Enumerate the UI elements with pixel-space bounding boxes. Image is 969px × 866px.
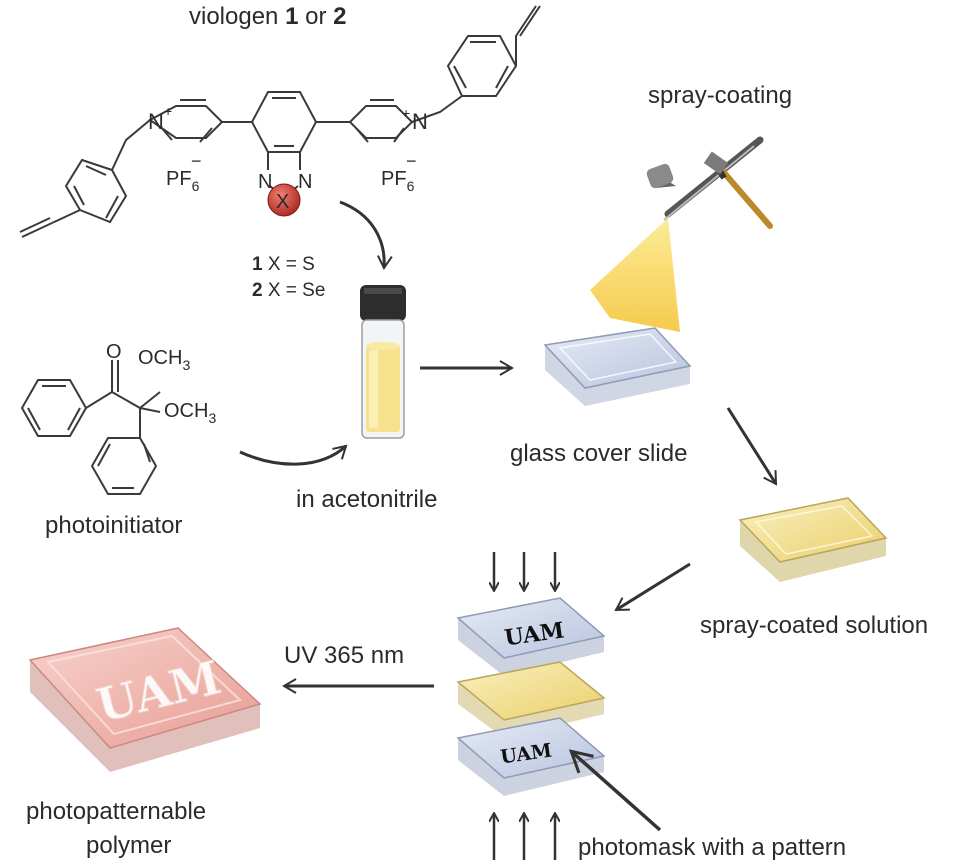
mask-bottom-slide: UAM <box>456 717 606 796</box>
atom-n-right: N <box>412 109 428 134</box>
photopatternable-label-line1: photopatternable <box>26 798 207 825</box>
uv-label: UV 365 nm <box>284 642 405 669</box>
arrow-slide-to-coated <box>726 407 778 486</box>
charge-plus-left: + <box>164 103 172 119</box>
arrow-structure-to-vial <box>339 200 393 270</box>
charge-plus-right: + <box>402 105 410 121</box>
atom-n-thia-left: N <box>258 171 272 193</box>
pf6-right: PF6 <box>381 168 415 194</box>
och3-upper: OCH3 <box>138 347 190 373</box>
variant-1-label: 1 X = S <box>252 254 315 275</box>
airbrush-icon <box>590 136 773 332</box>
glass-cover-slide-label: glass cover slide <box>510 440 688 467</box>
photomask-label: photomask with a pattern <box>578 834 847 861</box>
heteroatom-x-ball <box>267 183 301 217</box>
arrow-photomask-pointer <box>568 749 662 832</box>
spray-coated-solution-label: spray-coated solution <box>700 612 929 639</box>
photoinitiator-structure <box>20 360 161 495</box>
photoinitiator-labels: O OCH3 OCH3 <box>106 341 216 426</box>
arrow-coated-to-stack <box>614 562 691 612</box>
viologen-structure <box>19 5 541 238</box>
variant-2-label: 2 X = Se <box>252 280 326 301</box>
figure-title: viologen 1 or 2 <box>189 3 347 30</box>
pf6-left-charge: − <box>191 151 202 171</box>
atom-o: O <box>106 341 122 363</box>
spray-cone <box>590 218 680 332</box>
arrow-photoinitiator-to-vial <box>239 444 348 466</box>
atom-n-left: N <box>148 109 164 134</box>
viologen-atom-labels: N + N + N N PF6 − PF6 − <box>148 103 428 194</box>
glass-slide-clear <box>543 327 692 406</box>
pf6-right-charge: − <box>406 151 417 171</box>
light-arrows-bottom <box>494 814 555 860</box>
spray-coating-label: spray-coating <box>648 82 793 109</box>
pf6-left: PF6 <box>166 168 200 194</box>
coated-middle-slide <box>456 661 606 738</box>
heteroatom-x-label: X <box>276 191 289 213</box>
photoinitiator-label: photoinitiator <box>45 512 183 539</box>
in-acetonitrile-label: in acetonitrile <box>296 486 438 513</box>
mask-top-slide: UAM <box>456 597 606 676</box>
patterned-polymer-slide: UAM <box>28 627 262 772</box>
atom-n-thia-right: N <box>298 171 312 193</box>
och3-lower: OCH3 <box>164 400 216 426</box>
vial-icon <box>360 285 406 439</box>
photopatternable-label-line2: polymer <box>86 832 172 859</box>
light-arrows-top <box>494 552 555 590</box>
glass-slide-coated <box>738 497 888 582</box>
